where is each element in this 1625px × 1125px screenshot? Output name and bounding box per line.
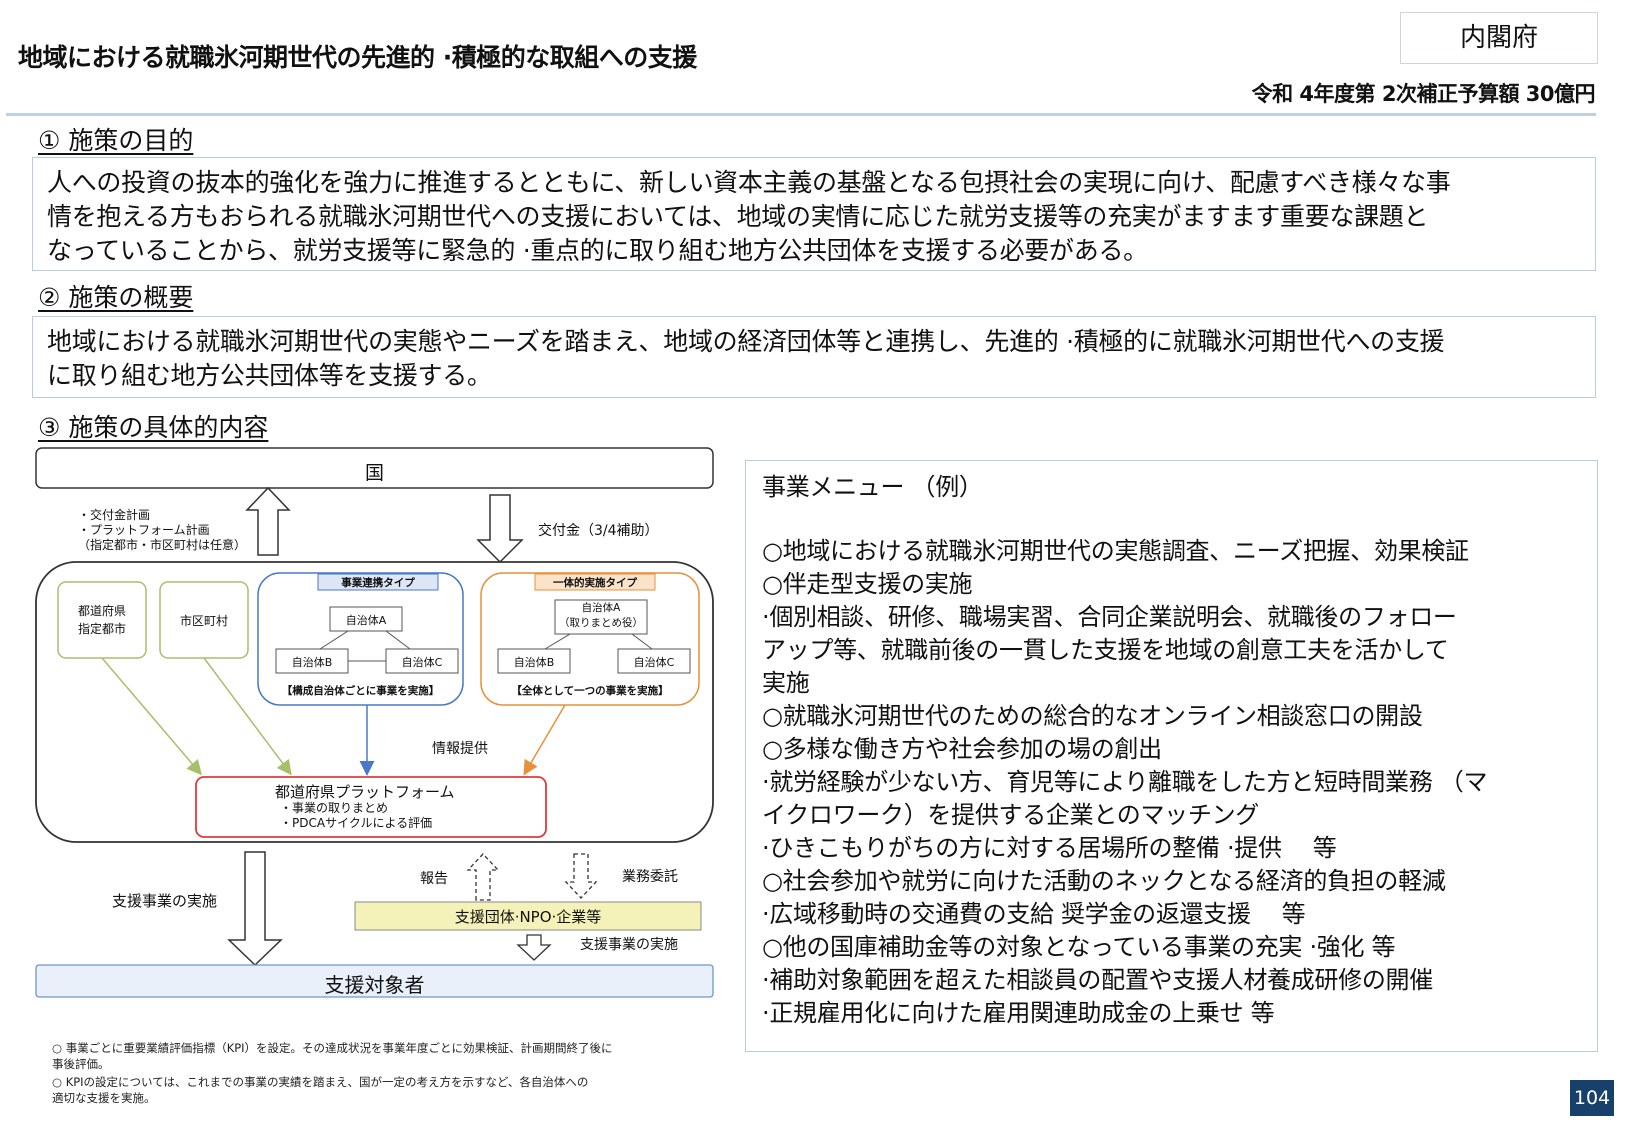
budget-label: 令和 4年度第 2次補正予算額 30億円	[1251, 82, 1596, 106]
prefecture-label: 指定都市	[77, 622, 126, 636]
section-1-line: 情を抱える方もおられる就職氷河期世代への支援においては、地域の実情に応じた就労支…	[47, 202, 1429, 231]
menu-line: ·ひきこもりがちの方に対する居場所の整備 ·提供 等	[762, 834, 1337, 862]
ittai-note: 【全体として一つの事業を実施】	[511, 685, 669, 697]
header-divider	[6, 113, 1596, 116]
plan-note: （指定都市・市区町村は任意）	[78, 538, 247, 552]
platform-items: ・事業の取りまとめ ・PDCAサイクルによる評価	[280, 801, 432, 831]
menu-line: アップ等、就職前後の一貫した支援を地域の創意工夫を活かして	[762, 636, 1449, 664]
up-arrow-icon	[466, 853, 500, 901]
kpi-note-line: 適切な支援を実施。	[52, 1091, 156, 1105]
scheme-diagram: 国 ・交付金計画 ・プラットフォーム計画 （指定都市・市区町村は任意） 交付金（…	[0, 440, 720, 1120]
platform-item: ・PDCAサイクルによる評価	[280, 816, 433, 830]
section-2-box: 地域における就職氷河期世代の実態やニーズを踏まえ、地域の経済団体等と連携し、先進…	[32, 316, 1596, 398]
down-arrow-icon	[227, 851, 283, 967]
section-2-line: 地域における就職氷河期世代の実態やニーズを踏まえ、地域の経済団体等と連携し、先進…	[47, 327, 1445, 356]
down-arrow-icon	[564, 853, 598, 899]
kpi-note-line: ○ 事業ごとに重要業績評価指標（KPI）を設定。その達成状況を事業年度ごとに効果…	[52, 1041, 613, 1055]
municipality-label: 市区町村	[179, 614, 228, 628]
target-label: 支援対象者	[324, 973, 425, 997]
ittai-type-title: 一体的実施タイプ	[553, 577, 637, 589]
menu-line: ○地域における就職氷河期世代の実態調査、ニーズ把握、効果検証	[762, 537, 1469, 565]
plan-note: ・プラットフォーム計画	[78, 523, 210, 537]
menu-line: ○就職氷河期世代のための総合的なオンライン相談窓口の開設	[762, 702, 1423, 730]
jichitai-a-lead-role: （取りまとめ役）	[559, 617, 643, 629]
jichitai-a-lead: 自治体A （取りまとめ役）	[555, 601, 647, 631]
support-impl-label: 支援事業の実施	[112, 892, 218, 910]
platform-item: ・事業の取りまとめ	[280, 801, 389, 815]
kuni-label: 国	[364, 462, 384, 484]
menu-line: ·就労経験が少ない方、育児等により離職をした方と短時間業務 （マ	[762, 768, 1488, 796]
section-3-heading: ③ 施策の具体的内容	[38, 413, 269, 442]
renkei-type-title: 事業連携タイプ	[341, 577, 415, 589]
section-1-line: 人への投資の抜本的強化を強力に推進するとともに、新しい資本主義の基盤となる包摂社…	[47, 168, 1451, 197]
section-1-box: 人への投資の抜本的強化を強力に推進するとともに、新しい資本主義の基盤となる包摂社…	[32, 157, 1596, 271]
kpi-note-line: 事後評価。	[52, 1057, 110, 1071]
plan-notes: ・交付金計画 ・プラットフォーム計画 （指定都市・市区町村は任意）	[78, 508, 246, 553]
orgs-label: 支援団体·NPO·企業等	[454, 908, 602, 926]
menu-line: ○他の国庫補助金等の対象となっている事業の充実 ·強化 等	[762, 933, 1396, 961]
kpi-note-line: ○ KPIの設定については、これまでの事業の実績を踏まえ、国が一定の考え方を示す…	[52, 1075, 589, 1089]
jichitai-a-label: 自治体A	[345, 614, 387, 627]
menu-title: 事業メニュー （例）	[762, 473, 983, 501]
menu-line: 実施	[762, 669, 810, 697]
menu-line: イクロワーク）を提供する企業とのマッチング	[762, 801, 1259, 829]
down-arrow-icon	[476, 494, 524, 564]
platform-title: 都道府県プラットフォーム	[275, 783, 455, 801]
section-1-heading: ① 施策の目的	[38, 126, 194, 155]
section-1-line: なっていることから、就労支援等に緊急的 ·重点的に取り組む地方公共団体を支援する…	[47, 236, 1148, 265]
menu-line: ·補助対象範囲を超えた相談員の配置や支援人材養成研修の開催	[762, 966, 1433, 994]
plan-note: ・交付金計画	[78, 508, 151, 522]
menu-line: ·広域移動時の交通費の支給 奨学金の返還支援 等	[762, 900, 1306, 928]
outsource-label: 業務委託	[622, 869, 678, 885]
report-label: 報告	[420, 871, 448, 887]
business-menu-box: 事業メニュー （例） ○地域における就職氷河期世代の実態調査、ニーズ把握、効果検…	[745, 460, 1598, 1052]
section-2-line: に取り組む地方公共団体等を支援する。	[47, 361, 492, 390]
section-2-heading: ② 施策の概要	[38, 283, 194, 312]
down-arrow-icon	[516, 934, 552, 961]
grant-label: 交付金（3/4補助）	[538, 523, 659, 539]
prefecture-box: 都道府県 指定都市	[58, 602, 146, 638]
menu-line: ○多様な働き方や社会参加の場の創出	[762, 735, 1162, 763]
info-label: 情報提供	[432, 741, 488, 757]
menu-line: ○社会参加や就労に向けた活動のネックとなる経済的負担の軽減	[762, 867, 1446, 895]
jichitai-c-label: 自治体C	[633, 656, 675, 669]
agency-label: 内閣府	[1400, 12, 1598, 64]
diagram-lines	[35, 447, 714, 998]
jichitai-a-lead-label: 自治体A	[581, 602, 621, 614]
menu-line: ·個別相談、研修、職場実習、合同企業説明会、就職後のフォロー	[762, 603, 1457, 631]
jichitai-c-label: 自治体C	[401, 656, 443, 669]
prefecture-label: 都道府県	[77, 604, 126, 618]
menu-line: ○伴走型支援の実施	[762, 570, 973, 598]
page-number: 104	[1570, 1080, 1614, 1116]
renkei-note: 【構成自治体ごとに事業を実施】	[281, 685, 440, 697]
jichitai-b-label: 自治体B	[513, 656, 555, 669]
support-impl-label-2: 支援事業の実施	[580, 937, 678, 953]
menu-line: ·正規雇用化に向けた雇用関連助成金の上乗せ 等	[762, 999, 1275, 1027]
page-title: 地域における就職氷河期世代の先進的 ·積極的な取組への支援	[18, 43, 697, 72]
up-arrow-icon	[245, 486, 291, 556]
kpi-notes: ○ 事業ごとに重要業績評価指標（KPI）を設定。その達成状況を事業年度ごとに効果…	[52, 1040, 712, 1110]
jichitai-b-label: 自治体B	[291, 656, 333, 669]
